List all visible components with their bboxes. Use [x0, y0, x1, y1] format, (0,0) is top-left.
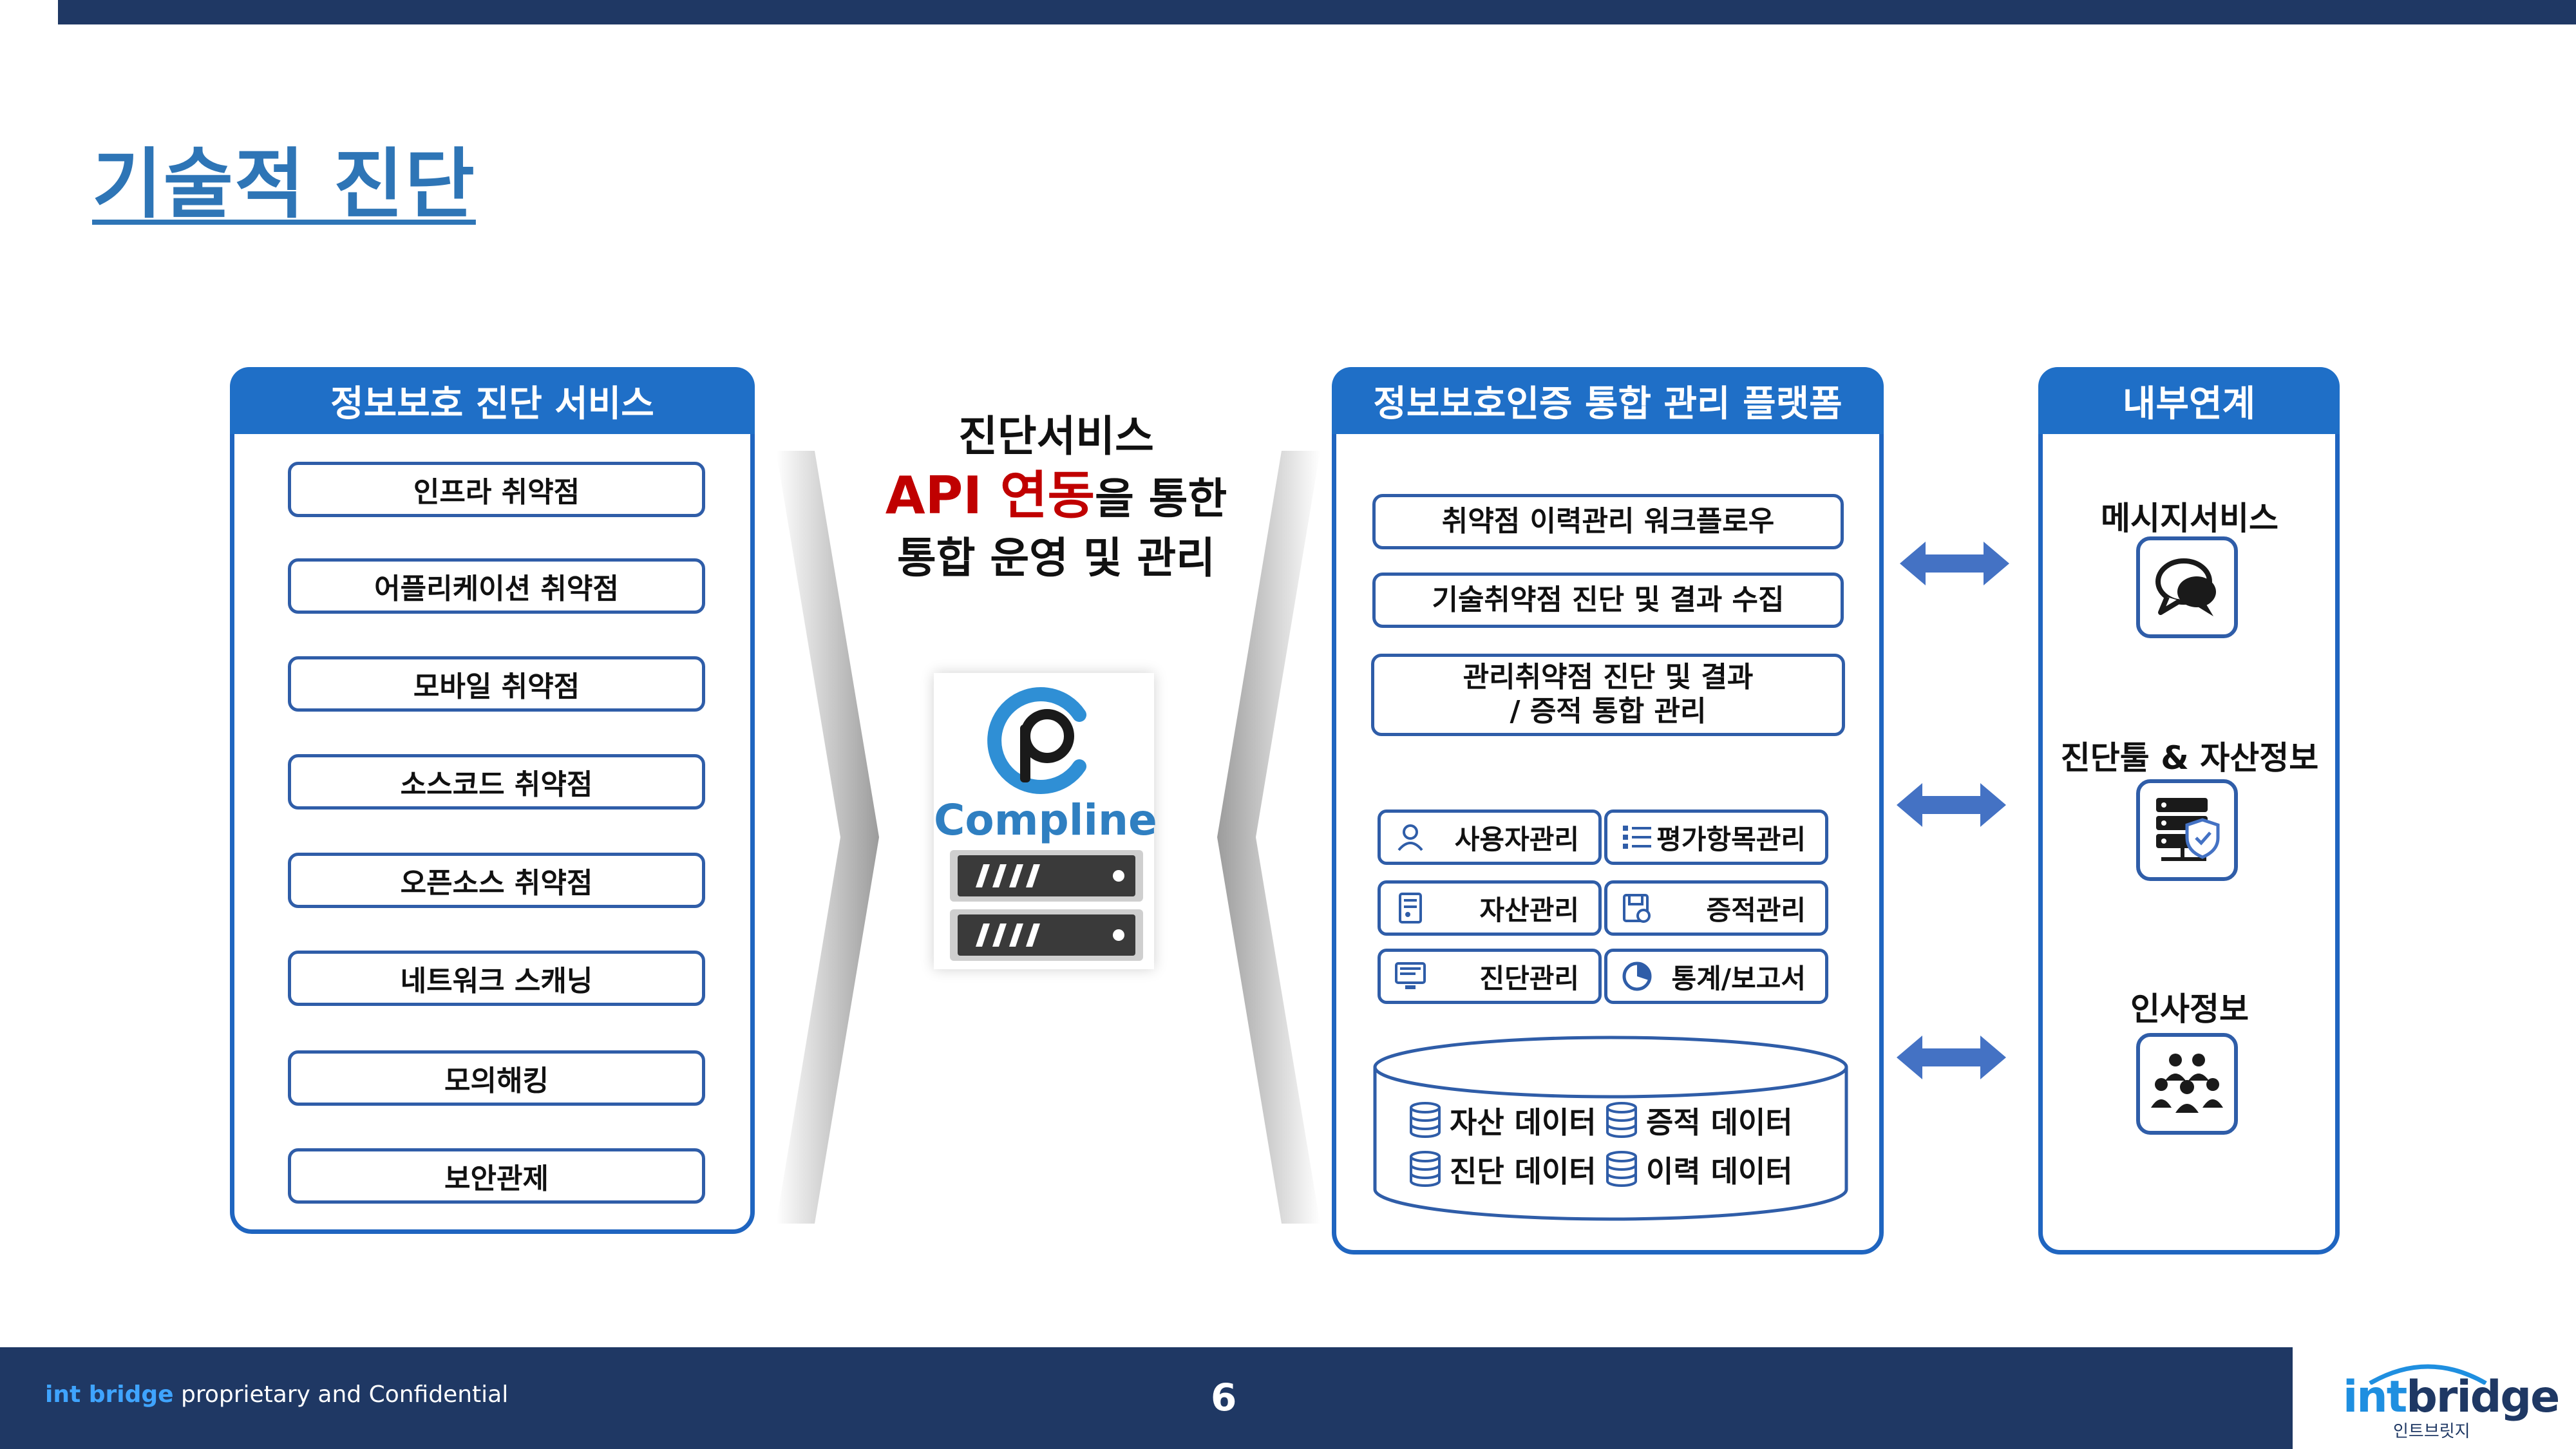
- list-icon: [1623, 826, 1651, 849]
- service-item: 인프라 취약점: [288, 462, 705, 517]
- api-integration-text: 진단서비스 API 연동을 통한 통합 운영 및 관리: [863, 407, 1249, 588]
- page-title: 기술적 진단: [92, 140, 476, 229]
- service-item: 오픈소스 취약점: [288, 853, 705, 908]
- mgmt-diagnosis-box: 관리취약점 진단 및 결과 / 증적 통합 관리: [1371, 654, 1845, 736]
- database-icon: [1410, 1102, 1441, 1138]
- bottom-bar: [0, 1347, 2293, 1449]
- compline-logo-text: Compline: [934, 795, 1157, 845]
- diagnosis-tool-icon-box: [2136, 779, 2238, 881]
- db-asset-data: 자산 데이터: [1407, 1099, 1596, 1142]
- footer-confidential: int bridge proprietary and Confidential: [45, 1381, 509, 1408]
- compline-logo-icon: [987, 687, 1086, 794]
- platform-panel: 정보보호인증 통합 관리 플랫폼 취약점 이력관리 워크플로우 기술취약점 진단…: [1332, 367, 1884, 1255]
- logo-arc-icon: [2369, 1364, 2487, 1385]
- left-funnel-shape: [776, 451, 879, 1224]
- server-shield-icon: [2156, 798, 2220, 861]
- message-service-icon-box: [2136, 536, 2238, 638]
- tech-diagnosis-box: 기술취약점 진단 및 결과 수집: [1372, 573, 1844, 628]
- service-item: 어플리케이션 취약점: [288, 558, 705, 614]
- chat-icon: [2155, 558, 2216, 616]
- module-evaluation-items: 평가항목관리: [1604, 810, 1828, 865]
- db-evidence-data: 증적 데이터: [1604, 1099, 1793, 1142]
- monitor-icon: [1395, 962, 1426, 989]
- evidence-icon: [1623, 894, 1651, 923]
- module-user-management: 사용자관리: [1378, 810, 1602, 865]
- api-highlight: API 연동: [885, 466, 1095, 526]
- chart-icon: [1622, 961, 1652, 991]
- mgmt-diagnosis-line-2: / 증적 통합 관리: [1510, 695, 1707, 728]
- people-icon: [2151, 1054, 2223, 1113]
- db-diagnosis-data: 진단 데이터: [1407, 1148, 1596, 1191]
- service-item: 네트워크 스캐닝: [288, 951, 705, 1006]
- center-line-3: 통합 운영 및 관리: [897, 533, 1215, 583]
- logo-korean: 인트브릿지: [2393, 1422, 2470, 1441]
- platform-header: 정보보호인증 통합 관리 플랫폼: [1332, 367, 1884, 434]
- database-icon: [1606, 1151, 1637, 1187]
- user-icon: [1397, 824, 1423, 851]
- workflow-box: 취약점 이력관리 워크플로우: [1372, 494, 1844, 549]
- database-cylinder: [1373, 1036, 1848, 1221]
- security-services-panel: 정보보호 진단 서비스 인프라 취약점 어플리케이션 취약점 모바일 취약점 소…: [230, 367, 755, 1234]
- double-arrow-icon: [1897, 1036, 2006, 1079]
- hr-info-label: 인사정보: [2130, 990, 2249, 1028]
- center-line-2: API 연동을 통한: [885, 466, 1227, 526]
- logo-word: intbridge: [2343, 1372, 2560, 1423]
- double-arrow-icon: [1897, 783, 2006, 827]
- intbridge-logo: intbridge 인트브릿지: [2338, 1359, 2560, 1441]
- internal-integration-header: 내부연계: [2038, 367, 2340, 434]
- asset-icon: [1399, 893, 1422, 923]
- server-icon: [950, 850, 1143, 961]
- module-statistics-report: 통계/보고서: [1604, 949, 1828, 1004]
- message-service-label: 메시지서비스: [2101, 500, 2278, 537]
- mgmt-diagnosis-line-1: 관리취약점 진단 및 결과: [1463, 661, 1754, 694]
- service-item: 보안관제: [288, 1148, 705, 1204]
- database-icon: [1410, 1151, 1441, 1187]
- page-number: 6: [1211, 1376, 1237, 1419]
- compline-logo-card: Compline: [934, 673, 1157, 969]
- module-asset-management: 자산관리: [1378, 880, 1602, 936]
- service-item: 모바일 취약점: [288, 656, 705, 712]
- module-evidence-management: 증적관리: [1604, 880, 1828, 936]
- module-diagnosis-management: 진단관리: [1378, 949, 1602, 1004]
- top-bar: [58, 0, 2576, 24]
- service-item: 소스코드 취약점: [288, 754, 705, 810]
- hr-info-icon-box: [2136, 1033, 2238, 1135]
- right-funnel-shape: [1217, 451, 1320, 1224]
- service-item: 모의해킹: [288, 1050, 705, 1106]
- db-history-data: 이력 데이터: [1604, 1148, 1793, 1191]
- diagnosis-tool-label: 진단툴 & 자산정보: [2060, 739, 2319, 777]
- center-line-1: 진단서비스: [958, 412, 1154, 461]
- double-arrow-icon: [1900, 542, 2009, 585]
- security-services-header: 정보보호 진단 서비스: [230, 367, 755, 434]
- footer-brand: int bridge: [45, 1381, 174, 1408]
- database-icon: [1606, 1102, 1637, 1138]
